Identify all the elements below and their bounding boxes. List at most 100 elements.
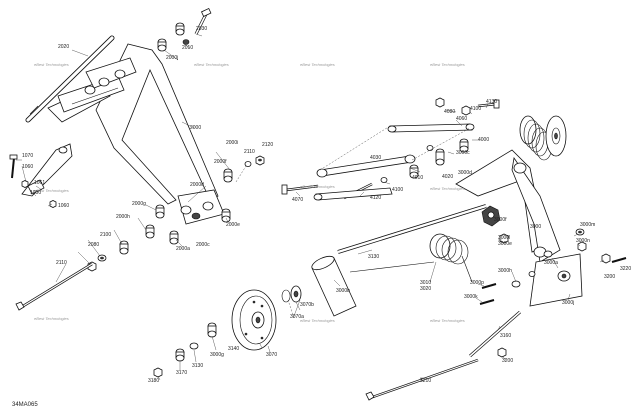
callout-3070[interactable]: 3070 (266, 352, 277, 358)
callout-2030[interactable]: 2030 (196, 26, 207, 32)
part-nut-3000e[interactable] (499, 233, 509, 244)
callout-3200[interactable]: 3200 (604, 274, 615, 280)
callout-2080[interactable]: 2080 (88, 242, 99, 248)
callout-3000e[interactable]: 3000e (498, 241, 512, 247)
callout-3000h[interactable]: 3000h (498, 268, 512, 274)
part-bushing-3000g[interactable] (207, 322, 217, 338)
callout-3000m[interactable]: 3000m (580, 222, 595, 228)
callout-2000[interactable]: 2000 (190, 125, 201, 131)
part-bushing-2000a[interactable] (119, 240, 129, 255)
callout-2000d[interactable]: 2000d (190, 182, 204, 188)
part-bushing-2000h[interactable] (145, 224, 155, 239)
part-nut-1060[interactable] (21, 180, 29, 188)
part-washer-3000h[interactable] (511, 271, 536, 288)
part-nut-3200[interactable] (497, 253, 611, 358)
callout-4030[interactable]: 4030 (370, 155, 381, 161)
callout-3000d[interactable]: 3000d (458, 170, 472, 176)
part-long-bolt-3210[interactable] (365, 358, 479, 401)
callout-3000p[interactable]: 3000p (470, 280, 484, 286)
callout-4080[interactable]: 4080 (444, 109, 455, 115)
callout-3000c[interactable]: 3000c (456, 150, 470, 156)
callout-1060-lower[interactable]: 1060 (58, 203, 69, 209)
callout-4010[interactable]: 4010 (412, 175, 423, 181)
callout-3070a[interactable]: 3070a (290, 314, 304, 320)
part-washer-3000m[interactable] (575, 228, 585, 236)
callout-2000i[interactable]: 2000i (226, 140, 238, 146)
callout-1060[interactable]: 1060 (22, 164, 33, 170)
part-bolt-3000k[interactable] (479, 299, 495, 305)
part-rod-4030[interactable] (316, 154, 416, 178)
part-wheel-3140[interactable] (231, 289, 277, 351)
callout-2120[interactable]: 2120 (262, 142, 273, 148)
callout-3010[interactable]: 3010 (420, 280, 431, 286)
callout-4000[interactable]: 4000 (478, 137, 489, 143)
part-rod-4010[interactable] (313, 187, 393, 201)
part-washer-3130[interactable] (189, 342, 199, 350)
part-bolt-3220[interactable] (611, 257, 627, 263)
callout-3000g[interactable]: 3000g (210, 352, 224, 358)
part-washer-2080[interactable] (97, 254, 107, 262)
callout-2000e[interactable]: 2000e (226, 222, 240, 228)
callout-4020[interactable]: 4020 (442, 174, 453, 180)
part-nut-3180[interactable] (153, 367, 163, 378)
part-spring-3010[interactable] (349, 233, 473, 283)
part-bolt-3000p[interactable] (481, 283, 497, 289)
part-bushing-2000c[interactable] (169, 230, 179, 245)
callout-2000c[interactable]: 2000c (196, 242, 210, 248)
callout-1070[interactable]: 1070 (22, 153, 33, 159)
callout-4130[interactable]: 4130 (486, 99, 497, 105)
callout-2000g[interactable]: 2000g (132, 201, 146, 207)
part-bushing-3170[interactable] (175, 348, 185, 362)
callout-3000k[interactable]: 3000k (464, 294, 478, 300)
callout-3000b[interactable]: 3000b (336, 288, 350, 294)
part-long-axle-3130[interactable] (337, 204, 487, 254)
callout-2000a[interactable]: 2000a (176, 246, 190, 252)
callout-3180[interactable]: 3180 (148, 378, 159, 384)
callout-3020[interactable]: 3020 (420, 286, 431, 292)
callout-3210[interactable]: 3210 (420, 378, 431, 384)
part-spring-4020[interactable] (519, 115, 553, 161)
part-rod-3160[interactable] (469, 310, 521, 358)
callout-3130-lower[interactable]: 3130 (192, 363, 203, 369)
callout-4070[interactable]: 4070 (292, 197, 303, 203)
part-nut-1060b[interactable] (49, 200, 57, 208)
callout-3000[interactable]: 3000 (530, 224, 541, 230)
part-front-arm-2000[interactable] (47, 43, 225, 225)
callout-3170[interactable]: 3170 (176, 370, 187, 376)
callout-4120[interactable]: 4120 (370, 195, 381, 201)
part-rod-4060[interactable] (387, 123, 475, 133)
part-bearing-3070b[interactable] (281, 285, 302, 303)
part-sleeve-3000c[interactable] (426, 145, 445, 166)
part-bolt-1070[interactable] (9, 154, 18, 179)
part-nut-4080[interactable] (435, 97, 445, 108)
part-washer-4100[interactable] (380, 177, 388, 183)
part-bushing-4000[interactable] (409, 138, 469, 179)
callout-3130[interactable]: 3130 (368, 254, 379, 260)
part-nut-2120[interactable] (255, 155, 265, 166)
callout-3200-lower[interactable]: 3200 (502, 358, 513, 364)
part-nut-4100[interactable] (461, 105, 471, 116)
callout-2110[interactable]: 2110 (244, 149, 255, 155)
part-cam-3000f[interactable] (481, 205, 501, 227)
callout-3160[interactable]: 3160 (500, 333, 511, 339)
part-bushing-2000e[interactable] (221, 208, 231, 223)
part-axle-rod-2020[interactable] (25, 35, 115, 123)
callout-2010[interactable]: 2010 (182, 45, 193, 51)
callout-3140[interactable]: 3140 (228, 346, 239, 352)
part-rear-arm-3000[interactable] (455, 149, 583, 307)
callout-3000a[interactable]: 3000a (544, 260, 558, 266)
part-washer-2100-upper[interactable] (244, 161, 252, 167)
callout-4100[interactable]: 4100 (470, 106, 481, 112)
callout-3000l[interactable]: 3000l (498, 235, 510, 241)
part-bolt-4130[interactable] (477, 99, 500, 109)
callout-4100-lower[interactable]: 4100 (392, 187, 403, 193)
part-bushing-2000g[interactable] (155, 204, 165, 219)
callout-4060[interactable]: 4060 (456, 116, 467, 122)
part-long-bolt-2110[interactable] (15, 262, 93, 311)
callout-2000h[interactable]: 2000h (116, 214, 130, 220)
part-disc-plate[interactable] (545, 115, 567, 157)
callout-2000j[interactable]: 2000j (166, 55, 178, 61)
callout-2110-lower[interactable]: 2110 (56, 260, 67, 266)
part-nut-3000n[interactable] (543, 241, 587, 258)
part-tube-3000b[interactable] (310, 254, 357, 317)
